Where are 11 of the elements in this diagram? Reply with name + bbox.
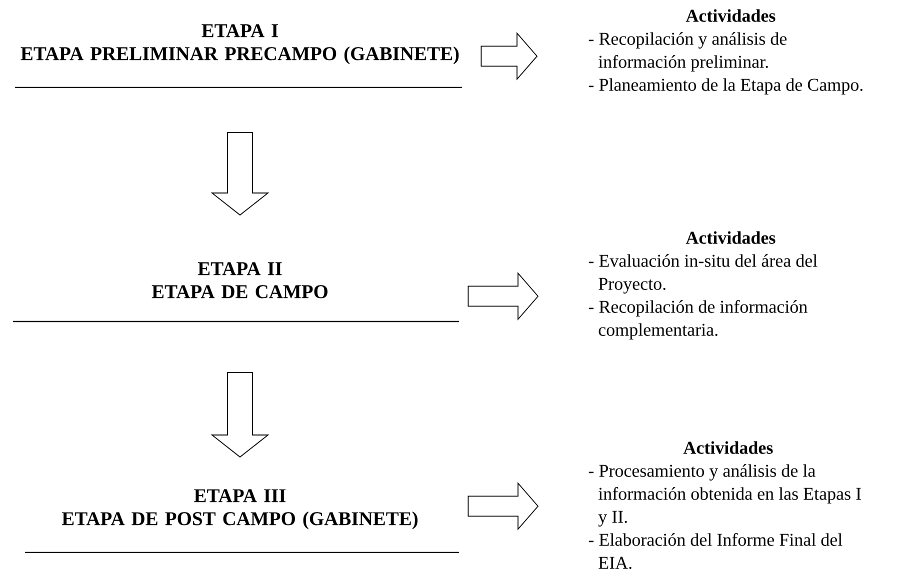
activity-list: Actividades - Procesamiento y análisis de la información obtenida en las Etapas I y II. - Elaboración del Informe Final del EIA. [588,441,861,569]
block-arrow [468,482,539,530]
block-arrow [480,32,538,80]
stage-heading: ETAPA I ETAPA PRELIMINAR PRECAMPO (GABINETE) [15,24,462,88]
stage-heading: ETAPA III ETAPA DE POST CAMPO (GABINETE) [25,489,459,554]
activity-list: Actividades - Recopilación y análisis de información preliminar. - Planeamiento de la Etapa de Campo. [588,9,862,95]
block-arrow [468,272,539,320]
block-arrow [210,132,270,216]
activity-list: Actividades - Evaluación in-situ del área del Proyecto. - Recopilación de información complementaria. [588,231,818,340]
block-arrow [210,372,270,458]
stage-heading: ETAPA II ETAPA DE CAMPO [13,262,459,322]
